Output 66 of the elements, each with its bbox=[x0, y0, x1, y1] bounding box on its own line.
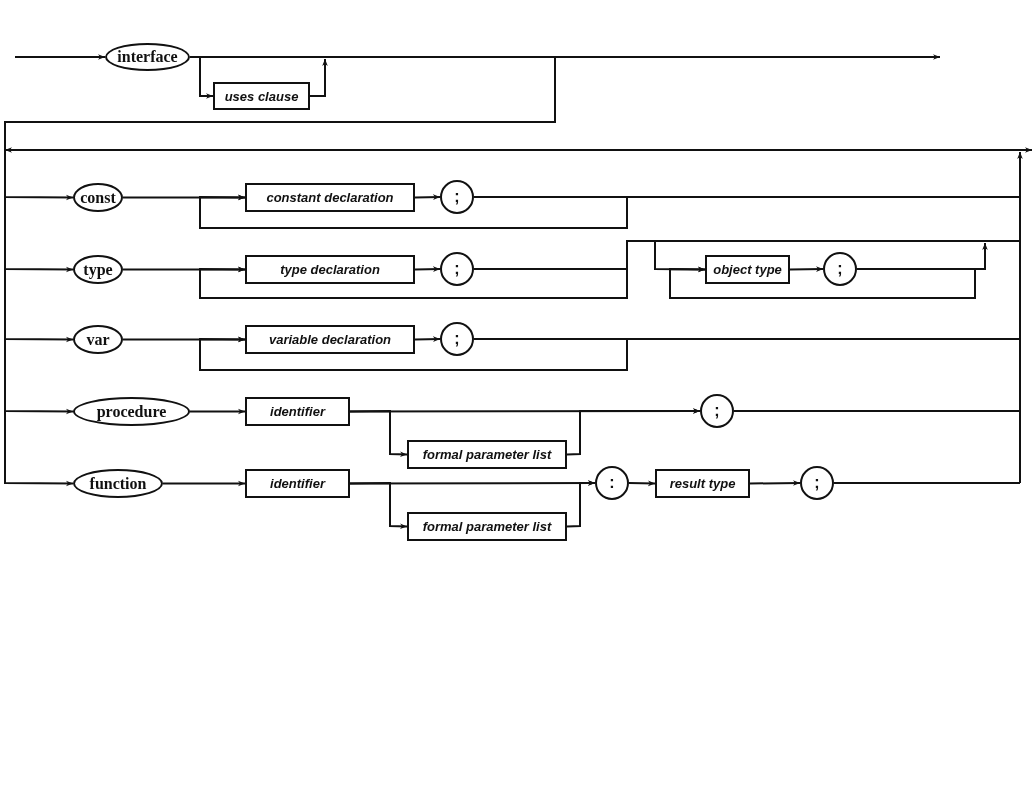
arrow bbox=[189, 408, 246, 415]
node-label: result type bbox=[669, 476, 736, 491]
node-label: : bbox=[609, 474, 615, 492]
node-label: identifier bbox=[270, 404, 325, 419]
node-label: procedure bbox=[96, 402, 167, 421]
node-label: uses clause bbox=[224, 88, 299, 104]
syntax-box bbox=[245, 183, 415, 212]
syntax-box bbox=[407, 512, 567, 541]
node-label: object type bbox=[713, 262, 782, 277]
arrow bbox=[749, 480, 801, 486]
arrow bbox=[566, 408, 701, 456]
arrow bbox=[309, 58, 328, 97]
node-label: const bbox=[80, 188, 116, 207]
arrow bbox=[199, 194, 628, 229]
node-label: interface bbox=[117, 48, 178, 66]
node-label: formal parameter list bbox=[422, 519, 552, 534]
node-label: ; bbox=[714, 402, 720, 420]
node-label: function bbox=[89, 474, 147, 493]
node-label: ; bbox=[454, 188, 460, 206]
node-label: var bbox=[86, 330, 110, 349]
syntax-box bbox=[705, 255, 790, 284]
syntax-box bbox=[245, 255, 415, 284]
arrow bbox=[789, 266, 824, 272]
syntax-box bbox=[245, 469, 350, 498]
syntax-box bbox=[407, 440, 567, 469]
arrow bbox=[856, 242, 988, 270]
node-label: ; bbox=[814, 474, 820, 492]
symbol-circle bbox=[440, 180, 474, 214]
keyword-ellipse bbox=[73, 183, 123, 212]
arrow bbox=[628, 480, 656, 487]
keyword-ellipse bbox=[73, 255, 123, 284]
arrow bbox=[4, 56, 556, 487]
node-label: variable declaration bbox=[268, 332, 392, 347]
symbol-circle bbox=[800, 466, 834, 500]
node-label: type declaration bbox=[280, 262, 380, 277]
node-label: formal parameter list bbox=[422, 447, 552, 462]
arrow bbox=[349, 410, 408, 458]
arrow bbox=[14, 54, 106, 60]
arrow bbox=[414, 194, 441, 200]
node-label: type bbox=[83, 260, 113, 279]
arrow bbox=[122, 336, 246, 343]
node-label: ; bbox=[454, 260, 460, 278]
node-label: ; bbox=[837, 260, 843, 278]
node-label: ; bbox=[454, 330, 460, 348]
symbol-circle bbox=[823, 252, 857, 286]
syntax-box bbox=[655, 469, 750, 498]
arrow bbox=[199, 266, 628, 299]
symbol-circle bbox=[440, 252, 474, 286]
arrow bbox=[414, 336, 441, 342]
arrow bbox=[669, 266, 976, 299]
arrow bbox=[122, 266, 246, 273]
arrow bbox=[349, 482, 408, 530]
symbol-circle bbox=[595, 466, 629, 500]
syntax-box bbox=[213, 82, 310, 110]
node-label: identifier bbox=[270, 476, 325, 491]
arrow bbox=[162, 480, 246, 487]
arrow bbox=[566, 480, 596, 528]
symbol-circle bbox=[700, 394, 734, 428]
syntax-box bbox=[245, 397, 350, 426]
arrow bbox=[199, 336, 628, 371]
node-label: constant declaration bbox=[266, 190, 394, 205]
keyword-ellipse bbox=[73, 325, 123, 354]
arrow bbox=[414, 266, 441, 272]
symbol-circle bbox=[440, 322, 474, 356]
syntax-box bbox=[245, 325, 415, 354]
arrow bbox=[122, 194, 246, 201]
